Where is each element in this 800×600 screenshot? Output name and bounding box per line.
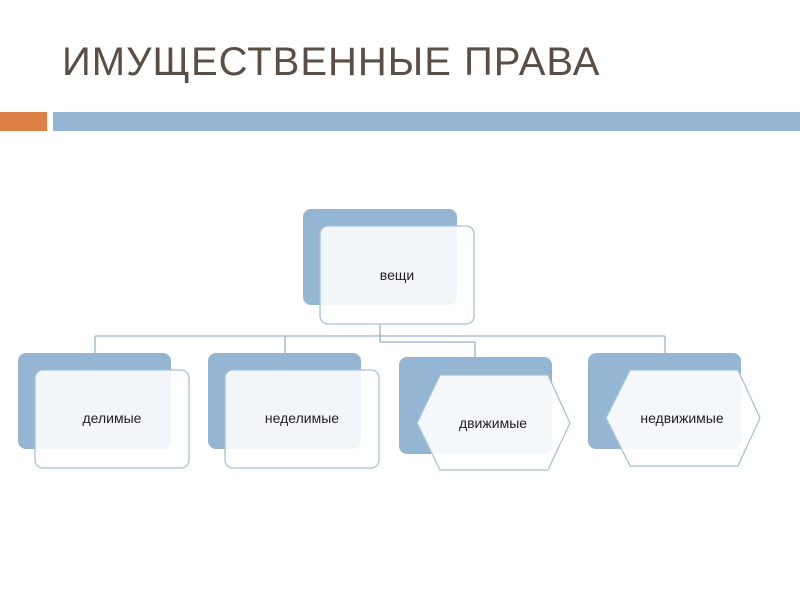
- node-delimye-box: [34, 369, 190, 469]
- node-nedelimye-box: [224, 369, 380, 469]
- node-nedvizhimye: недвижимые: [588, 353, 761, 467]
- connector-drop-dvizhimye: [379, 336, 476, 358]
- node-root-label: вещи: [380, 267, 414, 283]
- node-delimye: делимые: [18, 353, 190, 469]
- node-dvizhimye-label: движимые: [459, 415, 527, 431]
- node-root: вещи: [303, 209, 475, 325]
- accent-bar-blue: [53, 112, 800, 131]
- accent-bar-orange: [0, 112, 47, 131]
- node-delimye-label: делимые: [83, 410, 142, 426]
- slide-title: ИМУЩЕСТВЕННЫЕ ПРАВА: [62, 40, 601, 84]
- node-dvizhimye: движимые: [399, 357, 571, 471]
- node-nedelimye-label: неделимые: [265, 410, 339, 426]
- node-dvizhimye-hexagon: [416, 374, 571, 471]
- node-nedelimye: неделимые: [208, 353, 380, 469]
- node-nedvizhimye-label: недвижимые: [640, 410, 724, 426]
- connector-lines: [94, 322, 666, 358]
- node-root-box: [319, 225, 475, 325]
- node-nedvizhimye-hexagon: [605, 369, 761, 467]
